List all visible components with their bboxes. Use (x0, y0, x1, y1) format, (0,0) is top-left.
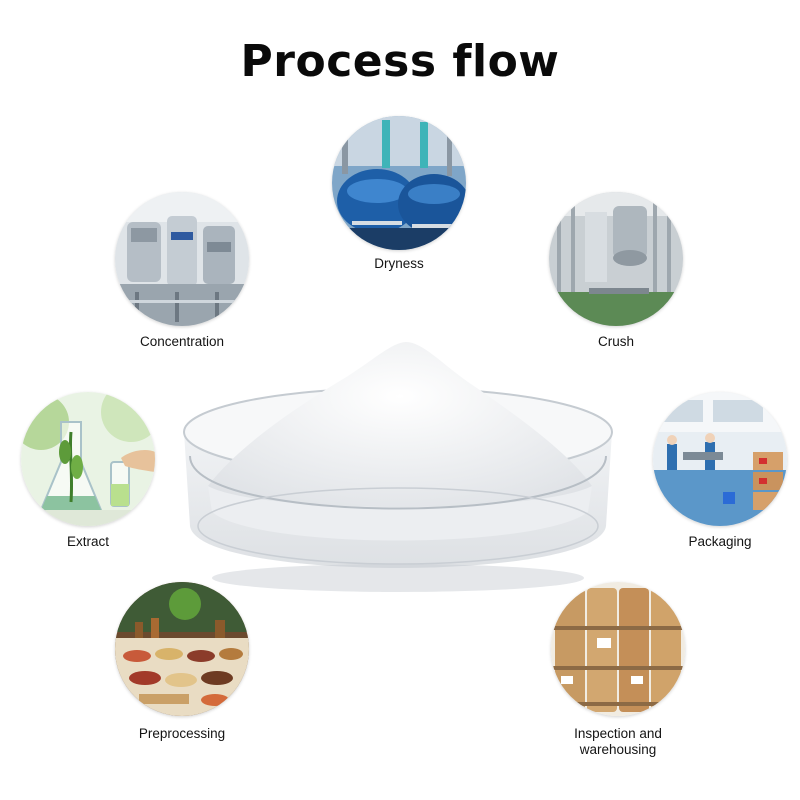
reactor-tanks-image (332, 116, 466, 250)
step-label: Preprocessing (138, 726, 226, 741)
step-label: Inspection and warehousing (528, 726, 708, 758)
step-inspection: Inspection and warehousing (528, 582, 708, 772)
label-line: warehousing (579, 742, 657, 757)
packaging-workshop-image (653, 392, 787, 526)
factory-equipment-image (115, 192, 249, 326)
step-label: Concentration (139, 334, 225, 349)
storage-drums-image (551, 582, 685, 716)
step-dryness: Dryness (309, 116, 489, 276)
step-label: Dryness (374, 256, 424, 271)
steel-machinery-image (549, 192, 683, 326)
step-extract: Extract (0, 392, 178, 552)
step-crush: Crush (526, 192, 706, 352)
lab-flask-plant-image (21, 392, 155, 526)
step-label: Extract (66, 534, 109, 549)
step-packaging: Packaging (630, 392, 800, 552)
step-label: Packaging (688, 534, 752, 549)
page-title: Process flow (240, 36, 560, 87)
herbs-bowls-image (115, 582, 249, 716)
label-line: Inspection and (574, 726, 662, 741)
step-preprocessing: Preprocessing (92, 582, 272, 752)
step-concentration: Concentration (92, 192, 272, 352)
step-label: Crush (597, 334, 634, 349)
white-powder-dish-image (178, 336, 618, 596)
